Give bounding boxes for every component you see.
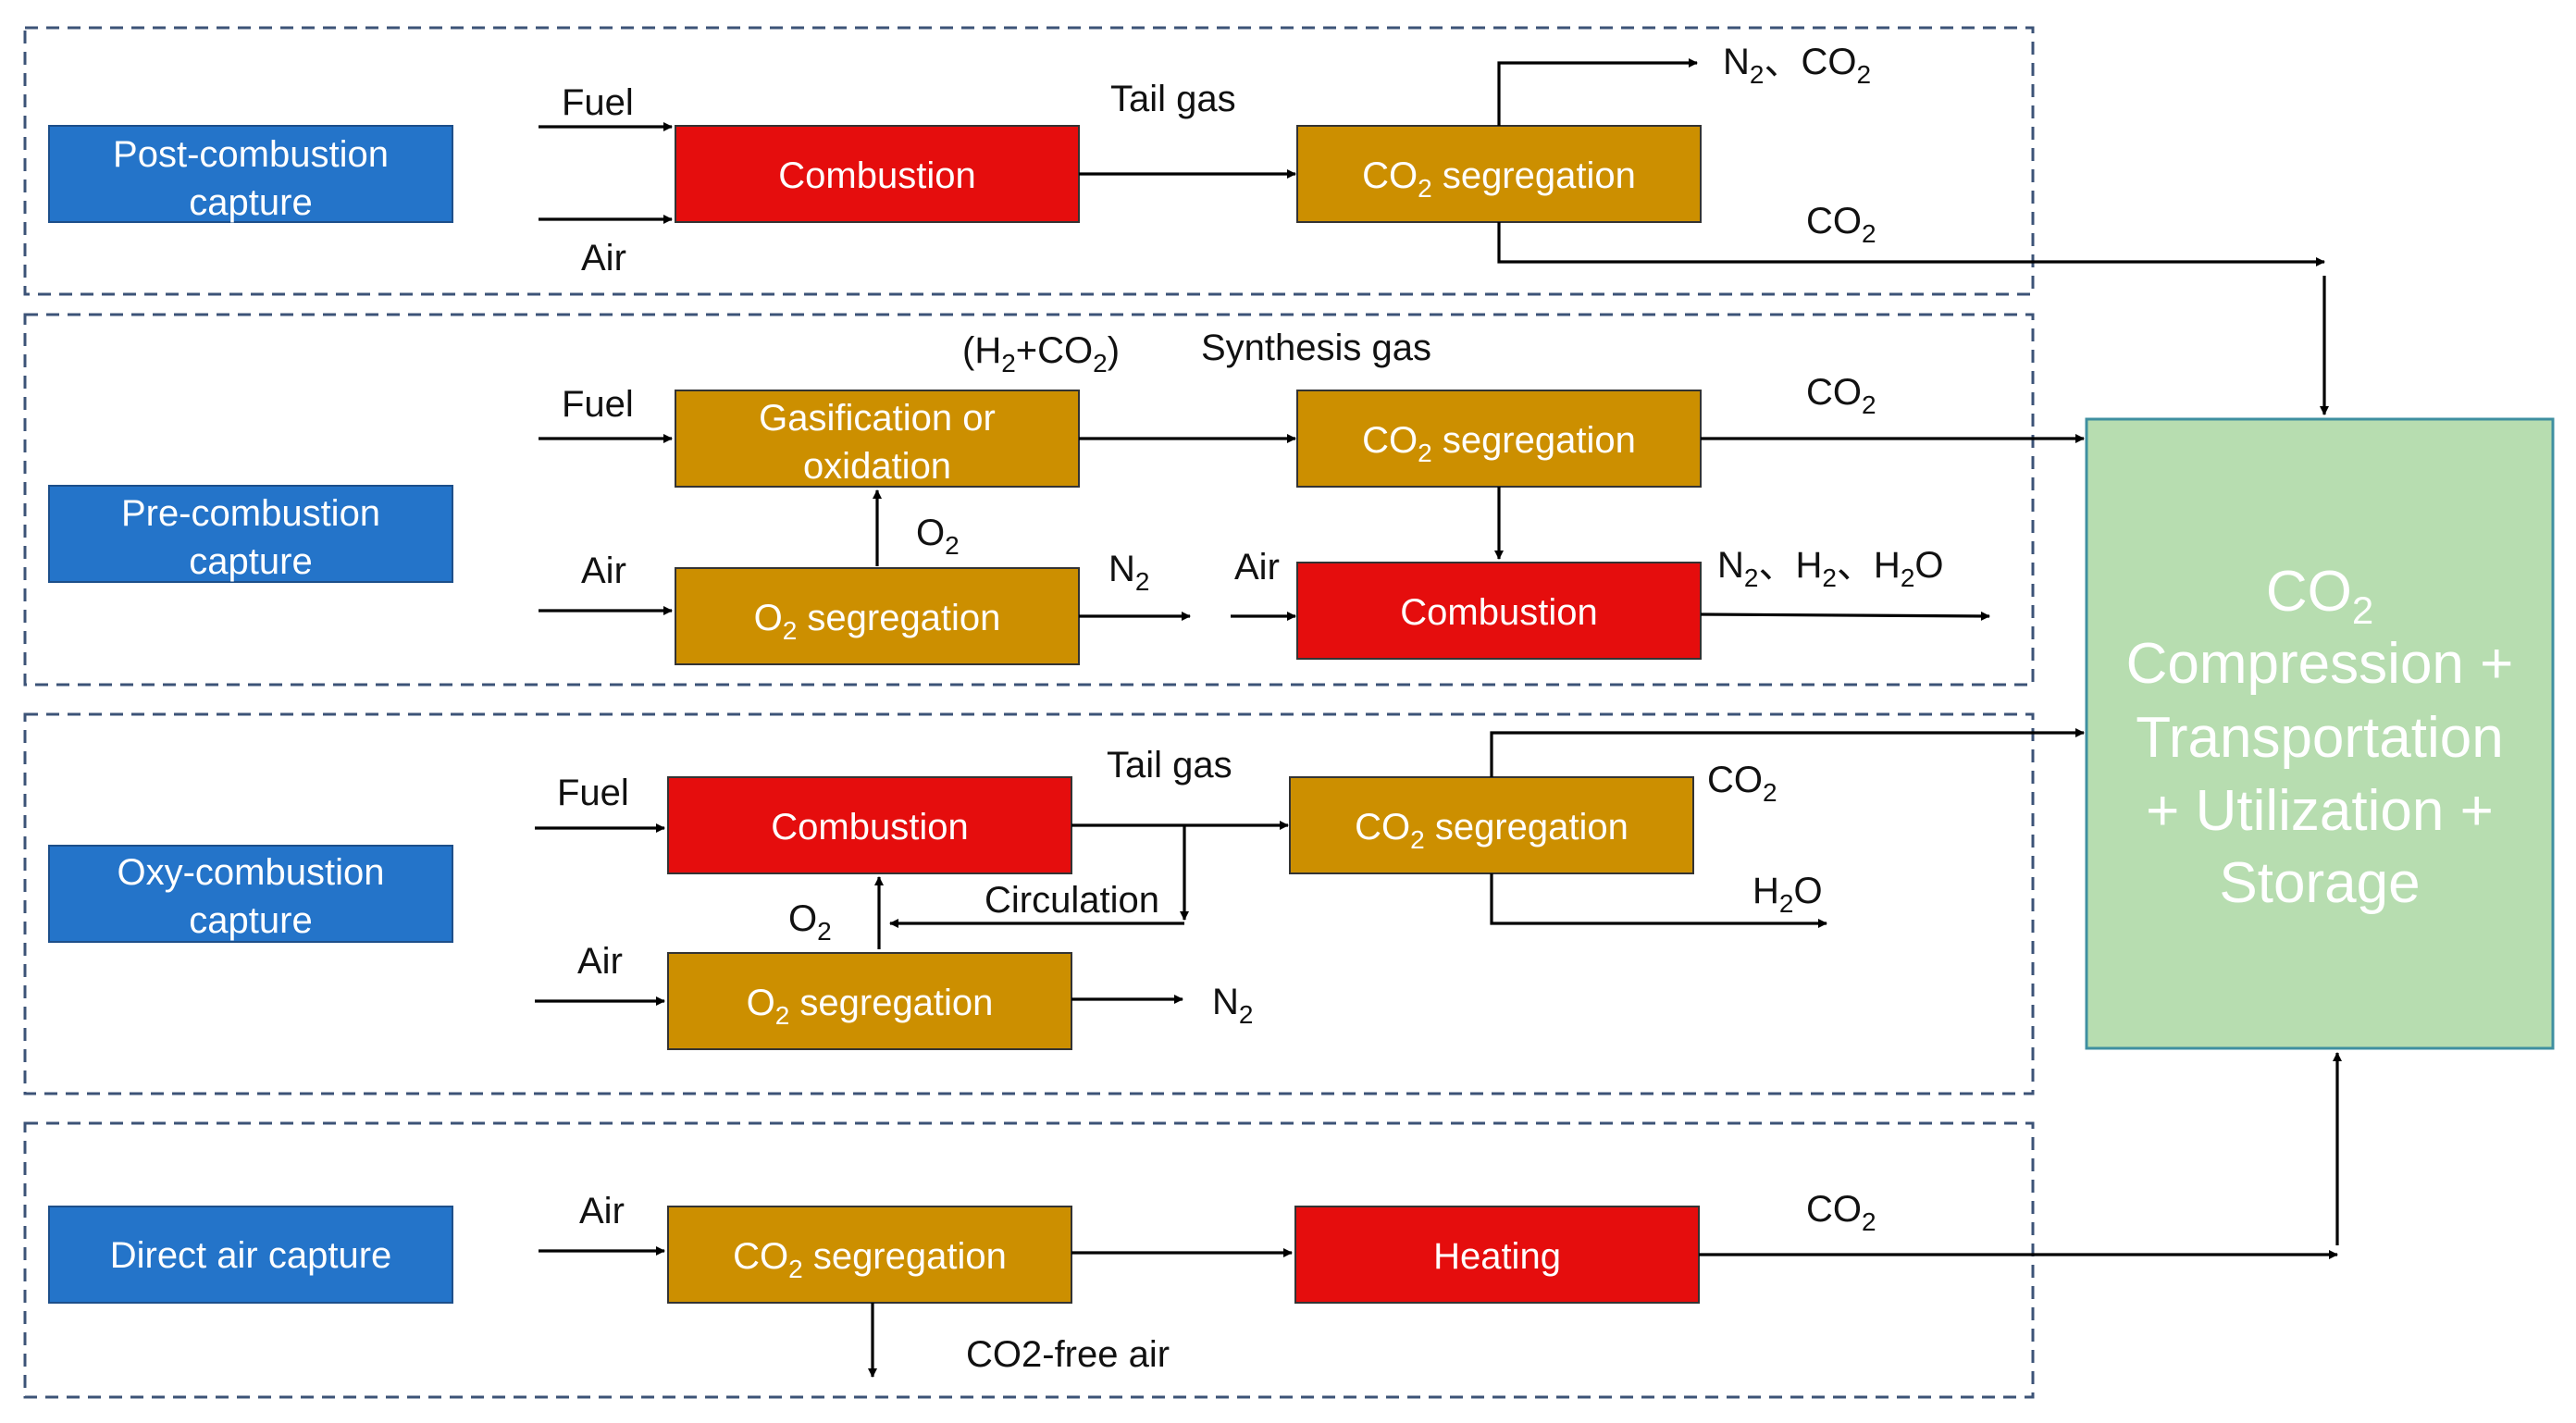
panel-direct-air-capture [23,1121,2035,1399]
panel-pre-combustion [23,313,2035,687]
pre-capture-box: Pre-combustion capture [48,485,453,583]
post-capture-label-1: Post-combustion [113,134,389,175]
post-combustion-label: Combustion [778,155,975,196]
oxy-n2-out-label: N2 [1212,982,1253,1029]
oxy-tail-gas-label: Tail gas [1107,745,1232,786]
oxy-h2o-out-label: H2O [1752,871,1823,918]
oxy-capture-box: Oxy-combustion capture [48,845,453,943]
pre-h2co2-label: (H2+CO2) [962,330,1120,377]
storage-line-4: Storage [2219,851,2420,915]
pre-fuel-label: Fuel [562,384,634,425]
post-air-label: Air [581,238,626,278]
pre-exhaust-arrow [1700,611,1990,621]
pre-o2-segregation-label: O2 segregation [754,598,1001,645]
pre-combustion-box: Combustion [1296,562,1702,660]
pre-co2-out-label: CO2 [1806,372,1876,419]
oxy-o2-label: O2 [788,898,832,946]
oxy-capture-label-1: Oxy-combustion [118,852,385,893]
pre-air-label: Air [581,551,626,591]
pre-exhaust-label: N2、H2、H2O [1717,545,1944,592]
oxy-co2-out-label: CO2 [1707,760,1777,807]
storage-line-2: Transportation [2136,706,2503,770]
dac-heating-box: Heating [1294,1206,1700,1304]
storage-line-3: + Utilization + [2146,779,2494,843]
pre-o2-label: O2 [916,513,960,560]
post-top-out-arrow [1497,58,1698,126]
panel-post-combustion [23,26,2035,296]
oxy-air-label: Air [577,941,623,982]
pre-capture-label-2: capture [189,541,312,582]
pre-segregation-box: CO2 segregation [1296,390,1702,488]
dac-segregation-label: CO2 segregation [733,1236,1007,1283]
oxy-fuel-label: Fuel [557,773,629,813]
post-tail-gas-label: Tail gas [1110,79,1236,119]
dac-capture-label: Direct air capture [110,1235,392,1276]
oxy-segregation-box: CO2 segregation [1289,776,1694,874]
pre-synthesis-gas-label: Synthesis gas [1201,328,1431,368]
panel-oxy-combustion [23,712,2035,1095]
pre-gasification-label-1: Gasification or [759,398,996,439]
post-capture-label-2: capture [189,182,312,223]
oxy-o2-segregation-label: O2 segregation [747,983,994,1030]
pre-o2-segregation-box: O2 segregation [675,567,1080,665]
post-combustion-box: Combustion [675,125,1080,223]
dac-capture-box: Direct air capture [48,1206,453,1304]
pre-n2-out-label: N2 [1108,549,1149,596]
oxy-segregation-label: CO2 segregation [1355,807,1629,854]
dac-co2-free-air-label: CO2-free air [966,1334,1170,1375]
pre-gasification-box: Gasification or oxidation [675,390,1080,488]
pre-combustion-label: Combustion [1400,592,1597,633]
storage-line-1: Compression + [2126,632,2514,696]
dac-heating-label: Heating [1433,1236,1561,1277]
dac-segregation-box: CO2 segregation [667,1206,1072,1304]
oxy-combustion-label: Combustion [771,807,968,848]
oxy-h2o-out-arrow [1490,873,1827,928]
storage-co2-label: CO2 [2266,560,2373,632]
dac-air-label: Air [579,1191,625,1231]
storage-box: CO2 Compression + Transportation + Utili… [2085,417,2555,1050]
oxy-co2-to-storage-arrow [1490,728,2085,777]
oxy-capture-label-2: capture [189,900,312,941]
storage-box-rect [2085,417,2555,1050]
oxy-combustion-box: Combustion [667,776,1072,874]
pre-segregation-label: CO2 segregation [1362,420,1636,467]
post-segregation-label: CO2 segregation [1362,155,1636,203]
post-capture-box: Post-combustion capture [48,125,453,223]
post-co2-out-label: CO2 [1806,201,1876,248]
pre-capture-label-1: Pre-combustion [121,493,380,534]
post-co2-out-arrow [1497,222,2325,266]
post-fuel-label: Fuel [562,82,634,123]
pre-air2-label: Air [1234,547,1280,588]
post-top-out-label: N2、CO2 [1723,42,1871,89]
post-segregation-box: CO2 segregation [1296,125,1702,223]
pre-gasification-label-2: oxidation [803,446,951,487]
oxy-o2-segregation-box: O2 segregation [667,952,1072,1050]
dac-co2-out-label: CO2 [1806,1189,1876,1236]
oxy-circulation-label: Circulation [985,880,1159,921]
